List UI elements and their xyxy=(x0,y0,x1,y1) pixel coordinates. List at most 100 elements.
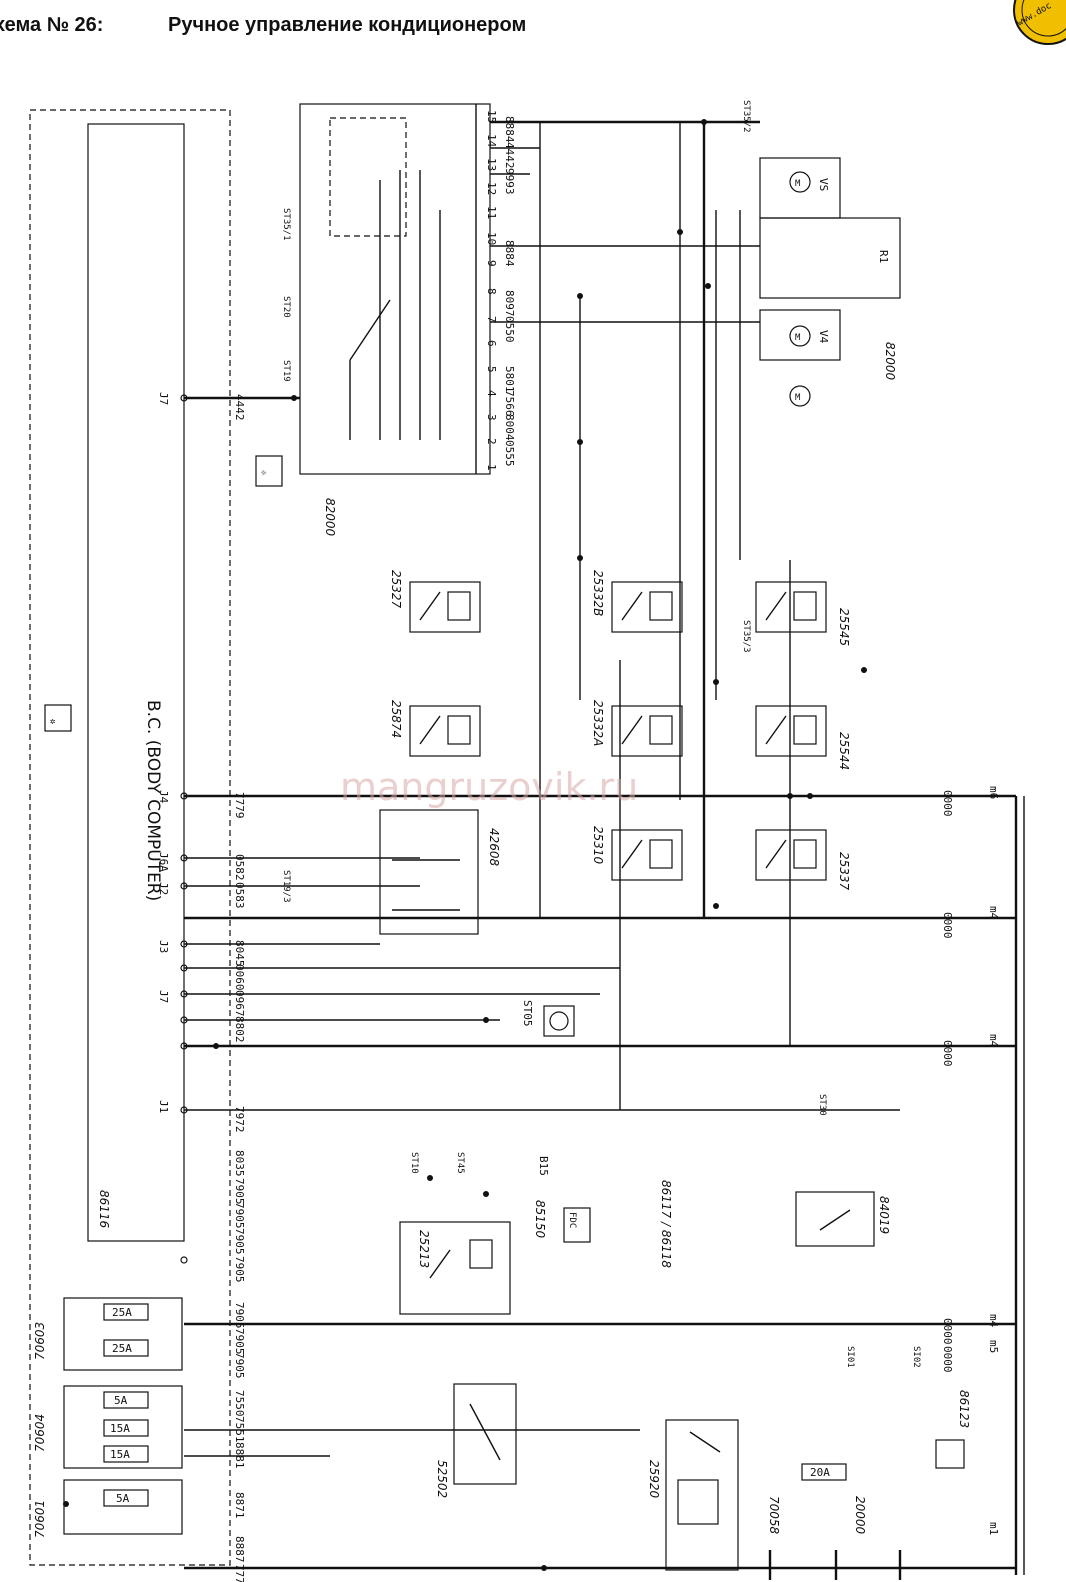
svg-text:V4: V4 xyxy=(817,330,830,344)
panel-wire-label: 8884 xyxy=(503,116,516,143)
relay-25545: 25545 xyxy=(755,581,851,646)
ground-terminals: 0000 0000 0000 0000 0000 m6 m4 m4 m4 m5 … xyxy=(941,786,1000,1535)
svg-text:5: 5 xyxy=(485,366,498,373)
svg-text:20000: 20000 xyxy=(853,1496,867,1535)
svg-text:FDC: FDC xyxy=(567,1212,577,1228)
wire-label: 7550 xyxy=(233,1390,246,1417)
fuse-box-70604: 70604 5A 15A 15A xyxy=(33,1385,183,1469)
ac-symbol-icon xyxy=(44,704,72,732)
splice-label: ST20 xyxy=(281,296,291,318)
svg-text:6: 6 xyxy=(485,340,498,347)
panel-wire-label: 7566 xyxy=(503,390,516,417)
fuse-box-70603: 70603 25A 25A xyxy=(33,1297,183,1371)
switch-block-42608: 42608 xyxy=(379,809,501,935)
wire-label: 7905 xyxy=(233,1302,246,1329)
fuse-box-70601: 70601 5A xyxy=(33,1479,183,1538)
scheme-number: хема № 26: xyxy=(0,14,104,36)
fuse-20a: 20A 70058 xyxy=(767,1463,847,1535)
motor-vs: M VS xyxy=(759,157,841,219)
wire-label: 7905 xyxy=(233,1178,246,1205)
wire-label: 0583 xyxy=(233,882,246,909)
wire-label: 7905 xyxy=(233,1202,246,1229)
fuse-box-code: 70603 xyxy=(33,1322,47,1360)
fuse-rating: 5A xyxy=(114,1394,128,1407)
ecu-inner-block xyxy=(87,123,185,1242)
svg-text:0000: 0000 xyxy=(941,1040,954,1067)
resistor-r1: R1 xyxy=(759,217,901,299)
b15-label: B15 xyxy=(537,1156,550,1176)
panel-wire-label: 8004 xyxy=(503,414,516,441)
svg-text:25545: 25545 xyxy=(837,608,851,646)
panel-pin-labels: 15 14 13 12 11 10 9 8 7 6 5 4 3 2 1 xyxy=(485,110,498,471)
svg-text:M: M xyxy=(795,393,801,403)
ed-code: 85150 xyxy=(533,1200,547,1239)
battery-20000: 20000 xyxy=(768,1496,902,1580)
site-logo-icon: www.doc xyxy=(1013,0,1066,45)
panel-wire-label: 5801 xyxy=(503,366,516,393)
battery-switch-25920: 25920 xyxy=(647,1419,739,1571)
svg-text:70058: 70058 xyxy=(767,1496,781,1535)
wire-label: 8871 xyxy=(233,1492,246,1519)
wire-label: 0967 xyxy=(233,990,246,1017)
connector-label: J3 xyxy=(157,940,170,953)
motor-3: M xyxy=(789,385,811,407)
svg-text:1: 1 xyxy=(485,464,498,471)
wire-label: 8035 xyxy=(233,1150,246,1177)
control-panel-code: 82000 xyxy=(323,498,337,537)
watermark: mangruzovik.ru xyxy=(340,765,638,809)
st705-symbol xyxy=(543,1005,575,1037)
wire-label: 7972 xyxy=(233,1106,246,1133)
control-panel-82000: 82000 xyxy=(299,103,491,537)
panel-code-right: 82000 xyxy=(883,342,897,381)
svg-text:25544: 25544 xyxy=(837,732,851,770)
svg-text:10: 10 xyxy=(485,232,498,245)
header: хема № 26: Ручное управление кондиционер… xyxy=(0,0,1066,46)
ecu-pins xyxy=(180,394,188,1264)
pressure-switch: 86117 / 86118 xyxy=(659,1180,673,1268)
svg-text:52502: 52502 xyxy=(435,1460,449,1498)
svg-text:m4: m4 xyxy=(987,1034,1000,1048)
svg-text:86123: 86123 xyxy=(957,1390,971,1428)
svg-text:12: 12 xyxy=(485,182,498,195)
sensor-86123: 86123 xyxy=(935,1390,971,1469)
fuse-box-code: 70601 xyxy=(33,1500,47,1538)
splice-label: ST30 xyxy=(817,1094,827,1116)
svg-text:14: 14 xyxy=(485,134,498,148)
wire-label: 8045 xyxy=(233,940,246,967)
svg-text:20A: 20A xyxy=(810,1466,830,1479)
svg-text:0000: 0000 xyxy=(941,790,954,817)
wiring-diagram: B.C. (BODY COMPUTER) 86116 ✲ 70603 25A 2… xyxy=(29,100,1025,1582)
svg-text:R1: R1 xyxy=(877,250,890,263)
svg-text:25332B: 25332B xyxy=(591,570,605,616)
svg-text:0000: 0000 xyxy=(941,912,954,939)
connector-label: J6A xyxy=(157,852,170,872)
relay-25874: 25874 xyxy=(389,700,481,757)
wire-label: 0582 xyxy=(233,854,246,881)
svg-text:ST05: ST05 xyxy=(521,1000,534,1027)
relay-25310: 25310 xyxy=(591,826,683,881)
relay-25544: 25544 xyxy=(755,705,851,770)
wire-label: 8881 xyxy=(233,1442,246,1469)
fuse-rating: 15A xyxy=(110,1422,130,1435)
wire-label: 7905 xyxy=(233,1256,246,1283)
fuse-rating: 25A xyxy=(112,1306,132,1319)
wire-label: 7905 xyxy=(233,1228,246,1255)
svg-text:m1: m1 xyxy=(987,1522,1000,1535)
svg-text:m4: m4 xyxy=(987,1314,1000,1328)
svg-text:25310: 25310 xyxy=(591,826,605,865)
wire-label: 4442 xyxy=(233,394,246,421)
relay-25332B: 25332B xyxy=(591,570,683,633)
panel-wire-label: 9993 xyxy=(503,168,516,195)
svg-text:0000: 0000 xyxy=(941,1318,954,1345)
svg-text:2: 2 xyxy=(485,438,498,445)
compressor-clutch-84019: 84019 xyxy=(795,1191,891,1247)
sun-sensor-icon xyxy=(255,455,283,487)
svg-text:M: M xyxy=(795,333,801,343)
panel-wire-label: 4442 xyxy=(503,142,516,169)
svg-text:25337: 25337 xyxy=(837,852,851,891)
connector-label: J2 xyxy=(157,882,170,895)
panel-wire-label: 8884 xyxy=(503,240,516,267)
svg-text:25213: 25213 xyxy=(417,1230,431,1268)
connector-label: J7 xyxy=(157,990,170,1003)
connector-label: J4 xyxy=(157,790,170,804)
